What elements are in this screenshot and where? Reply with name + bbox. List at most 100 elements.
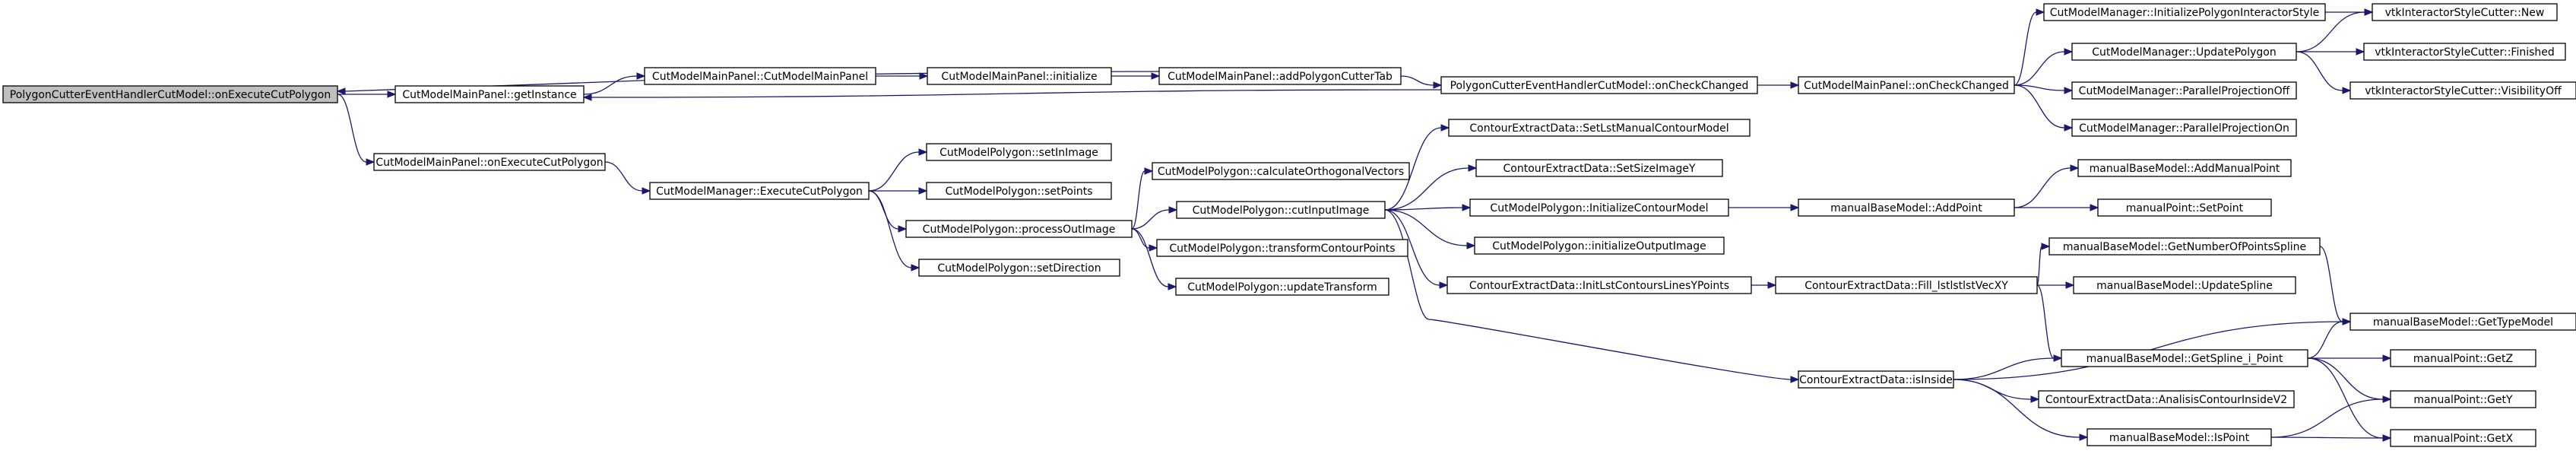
node-label: CutModelMainPanel::onExecuteCutPolygon [375,157,603,169]
edge-arrowhead [1149,244,1158,252]
node-box [2363,43,2566,61]
node-ce-init-lst[interactable]: ContourExtractData::InitLstContoursLines… [1446,276,1752,294]
node-box [373,153,606,171]
node-cm-update-poly[interactable]: CutModelManager::UpdatePolygon [2071,43,2297,61]
node-cp-set-in-image[interactable]: CutModelPolygon::setInImage [926,143,1112,161]
node-label: manualBaseModel::GetSpline_i_Point [2086,353,2283,365]
node-cm-execute[interactable]: CutModelManager::ExecuteCutPolygon [649,182,870,200]
edge-line [591,89,1442,98]
node-mp-get-x[interactable]: manualPoint::GetX [2390,429,2536,447]
node-pc-on-check[interactable]: PolygonCutterEventHandlerCutModel::onChe… [1440,76,1758,94]
node-box [2071,81,2297,100]
node-box [1775,276,2038,294]
node-mp-on-check[interactable]: CutModelMainPanel::onCheckChanged [1798,76,2015,94]
node-box [926,143,1112,161]
edge-arrowhead [2079,433,2089,441]
call-edge-root-to-getInstance [337,90,397,98]
node-label: manualBaseModel::IsPoint [2109,432,2250,444]
node-label: manualBaseModel::UpdateSpline [2096,280,2273,292]
node-cm-par-on[interactable]: CutModelManager::ParallelProjectionOn [2071,119,2297,137]
edge-arrowhead [1468,164,1478,172]
node-label: ContourExtractData::SetLstManualContourM… [1469,122,1728,135]
node-cp-set-points[interactable]: CutModelPolygon::setPoints [926,182,1112,200]
node-box [1175,278,1389,296]
call-edge-cmExecute-to-cpSetInImage [868,148,928,192]
node-mp-ctor[interactable]: CutModelMainPanel::CutModelMainPanel [644,67,876,85]
edge-line [1131,228,1169,287]
node-ce-set-size[interactable]: ContourExtractData::SetSizeImageY [1475,159,1723,177]
node-label: CutModelMainPanel::initialize [941,71,1097,83]
node-vtk-new[interactable]: vtkInteractorStyleCutter::New [2372,3,2558,21]
node-mp-set-point[interactable]: manualPoint::SetPoint [2097,198,2272,217]
node-cp-init-output[interactable]: CutModelPolygon::initializeOutputImage [1474,237,1725,255]
node-cm-par-off[interactable]: CutModelManager::ParallelProjectionOff [2071,81,2297,100]
node-ce-fill[interactable]: ContourExtractData::Fill_lstlstlstVecXY [1775,276,2038,294]
node-cp-init-contour[interactable]: CutModelPolygon::InitializeContourModel [1469,198,1729,217]
node-mb-get-num[interactable]: manualBaseModel::GetNumberOfPointsSpline [2048,237,2321,256]
node-cp-calc-ortho[interactable]: CutModelPolygon::calculateOrthogonalVect… [1152,162,1410,180]
node-ce-set-lst[interactable]: ContourExtractData::SetLstManualContourM… [1448,119,1751,137]
node-mb-add-point[interactable]: manualBaseModel::AddPoint [1798,198,2015,217]
node-mp-get-y[interactable]: manualPoint::GetY [2390,390,2536,408]
node-label: CutModelManager::UpdatePolygon [2092,46,2276,59]
node-cp-cut-input[interactable]: CutModelPolygon::cutInputImage [1176,201,1386,219]
node-box [927,67,1112,85]
node-label: vtkInteractorStyleCutter::VisibilityOff [2365,85,2562,97]
edge-line [1131,209,1170,230]
node-vtk-finished[interactable]: vtkInteractorStyleCutter::Finished [2363,43,2566,61]
edge-arrowhead [1440,124,1450,132]
node-box [2372,3,2558,21]
node-cp-update-trans[interactable]: CutModelPolygon::updateTransform [1175,278,1389,296]
node-box [2097,198,2272,217]
node-ce-analisis[interactable]: ContourExtractData::AnalisisContourInsid… [2038,390,2295,408]
edge-arrowhead [1790,81,1800,89]
node-mp-init[interactable]: CutModelMainPanel::initialize [927,67,1112,85]
node-mp-on-execute[interactable]: CutModelMainPanel::onExecuteCutPolygon [373,153,606,171]
node-label: manualPoint::GetZ [2413,353,2513,365]
node-label: manualBaseModel::GetTypeModel [2373,316,2553,329]
edge-line [868,190,912,268]
call-edge-cpCutInput-to-ceInitLst [1384,209,1449,289]
node-box [2349,81,2576,100]
node-label: CutModelPolygon::InitializeContourModel [1490,202,1708,214]
node-box [1446,276,1752,294]
node-label: ContourExtractData::AnalisisContourInsid… [2045,394,2287,406]
node-mp-add-tab[interactable]: CutModelMainPanel::addPolygonCutterTab [1158,67,1402,85]
node-ce-is-inside[interactable]: ContourExtractData::isInside [1798,370,1954,389]
edge-arrowhead [1462,204,1472,211]
node-cp-set-direction[interactable]: CutModelPolygon::setDirection [918,259,1120,277]
node-mb-update-spline[interactable]: manualBaseModel::UpdateSpline [2073,276,2296,294]
call-edge-cmExecute-to-cpSetDirection [868,190,920,271]
node-mb-get-spline[interactable]: manualBaseModel::GetSpline_i_Point [2061,349,2308,367]
node-cp-process-out[interactable]: CutModelPolygon::processOutImage [905,220,1133,238]
edge-line [1131,228,1150,249]
call-edge-pcOnCheck-to-mpOnCheck [1757,81,1800,89]
node-root[interactable]: PolygonCutterEventHandlerCutModel::onExe… [2,85,338,103]
node-box [1798,198,2015,217]
edge-arrowhead [1168,206,1178,214]
node-cp-transform[interactable]: CutModelPolygon::transformContourPoints [1156,239,1408,257]
node-mb-is-point[interactable]: manualBaseModel::IsPoint [2086,428,2272,446]
node-box [2048,237,2321,256]
edge-arrowhead [2342,318,2352,325]
edge-arrowhead [898,225,908,233]
node-get-instance[interactable]: CutModelMainPanel::getInstance [394,85,585,103]
node-mp-get-z[interactable]: manualPoint::GetZ [2390,349,2536,367]
node-box [2038,390,2295,408]
node-box [2077,159,2292,177]
node-box [2,85,338,103]
edge-arrowhead [1151,72,1161,80]
node-mb-get-type[interactable]: manualBaseModel::GetTypeModel [2349,313,2576,331]
call-edge-cmUpdatePoly-to-vtkNew [2296,8,2374,52]
node-label: CutModelPolygon::initializeOutputImage [1492,240,1706,252]
node-label: manualPoint::GetX [2413,433,2514,445]
node-label: CutModelManager::InitializePolygonIntera… [2050,7,2319,19]
edge-arrowhead [2036,8,2045,16]
call-edge-cpCutInput-to-ceSetLst [1384,124,1450,211]
edge-arrowhead [918,148,928,156]
node-cm-init-style[interactable]: CutModelManager::InitializePolygonIntera… [2043,3,2326,21]
edge-arrowhead [2356,48,2365,56]
call-edge-cpCutInput-to-ceSetSize [1384,164,1478,211]
node-mb-add-manual[interactable]: manualBaseModel::AddManualPoint [2077,159,2292,177]
node-vtk-vis-off[interactable]: vtkInteractorStyleCutter::VisibilityOff [2349,81,2576,100]
